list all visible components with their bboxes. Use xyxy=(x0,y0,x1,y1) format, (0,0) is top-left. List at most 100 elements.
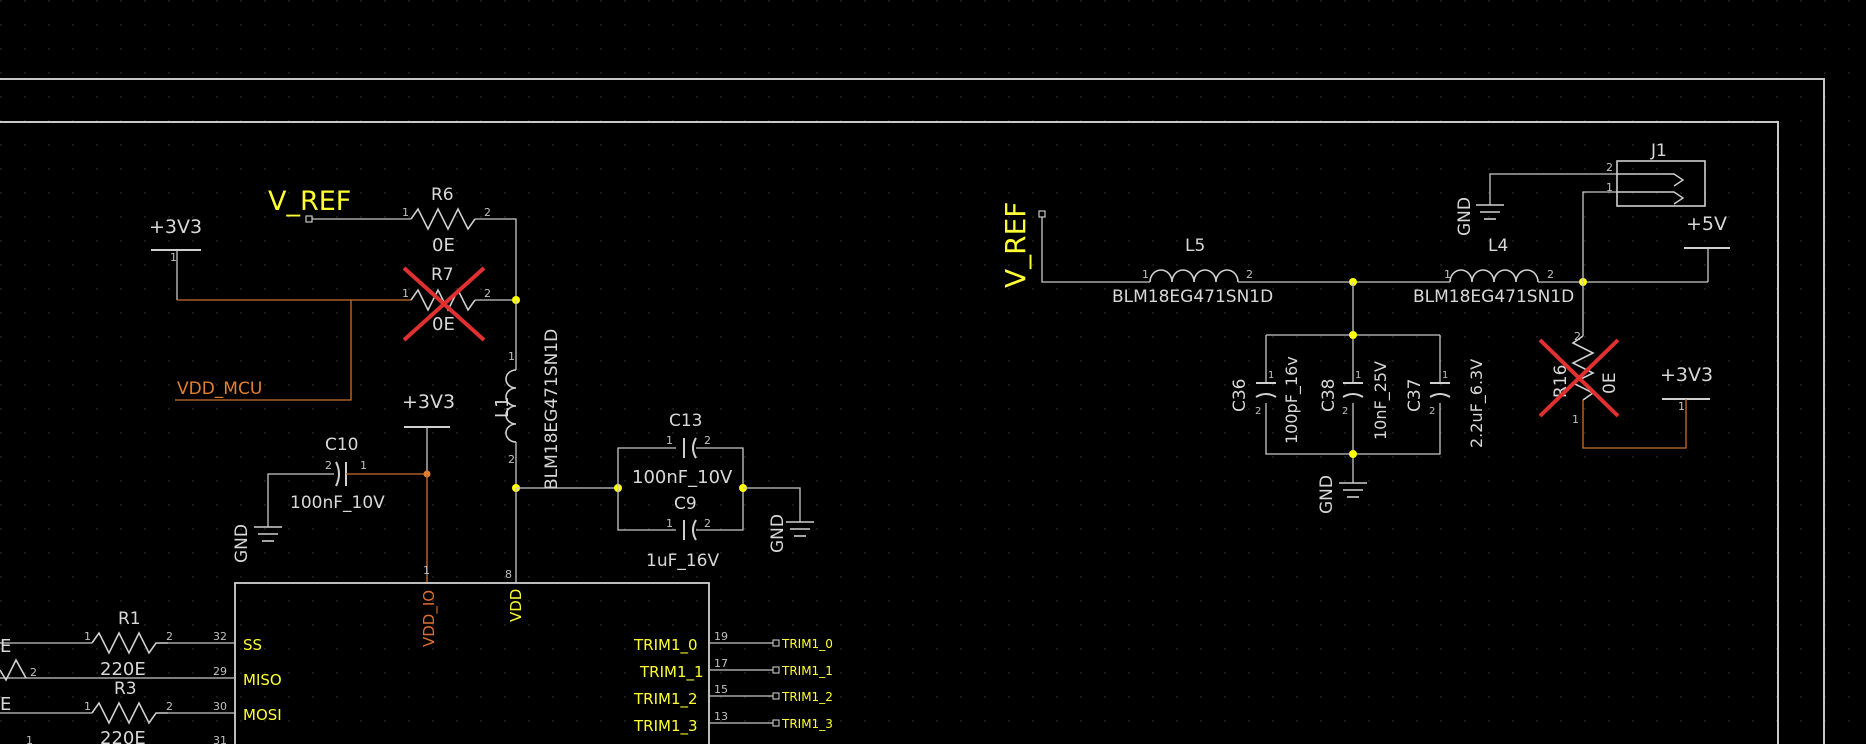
junction xyxy=(1349,450,1357,458)
connector-body xyxy=(1616,160,1706,207)
resistor-symbol xyxy=(410,288,476,312)
gnd-label: GND xyxy=(1455,197,1475,236)
capacitor-c38[interactable]: C38 10nF_25V 1 2 xyxy=(1319,361,1391,440)
svg-text:1: 1 xyxy=(423,564,430,577)
ic-left-pin[interactable]: 30 MOSI xyxy=(168,700,282,724)
svg-text:2: 2 xyxy=(508,453,515,466)
svg-text:1: 1 xyxy=(84,630,91,643)
svg-text:13: 13 xyxy=(714,710,728,723)
gnd-label: GND xyxy=(232,524,252,563)
svg-text:TRIM1_3: TRIM1_3 xyxy=(633,717,698,736)
svg-text:2: 2 xyxy=(1606,161,1613,174)
power-label: +3V3 xyxy=(149,216,202,238)
connector-j1[interactable]: J1 2 1 xyxy=(1606,141,1706,207)
net-label-vdd-mcu: VDD_MCU xyxy=(177,379,262,399)
net-label-v-ref: V_REF xyxy=(999,202,1032,288)
svg-text:MISO: MISO xyxy=(243,671,282,689)
resistor-r16[interactable]: 2 1 R16 0E xyxy=(1538,282,1687,449)
power-p5v[interactable]: +5V xyxy=(1684,213,1730,282)
svg-text:1: 1 xyxy=(1142,268,1149,281)
capacitor-c10[interactable]: C10 2 1 100nF_10V xyxy=(267,435,427,527)
resistor-partial[interactable]: 2 E E 1 xyxy=(0,636,37,744)
resistor-r6[interactable]: R6 1 2 0E xyxy=(402,185,491,256)
wire xyxy=(1489,173,1617,205)
svg-text:2: 2 xyxy=(166,700,173,713)
ic-right-pin[interactable]: TRIM1_1 17 TRIM1_1 xyxy=(639,657,833,682)
gnd-label: GND xyxy=(768,514,788,553)
inductor-l5[interactable]: L5 1 2 BLM18EG471SN1D xyxy=(1112,236,1273,307)
resistor-symbol xyxy=(91,631,168,655)
v-ref-right-net[interactable]: V_REF xyxy=(999,202,1150,288)
resistor-symbol xyxy=(1571,335,1595,401)
r1-value: 220E xyxy=(100,659,146,680)
svg-text:2: 2 xyxy=(1246,268,1253,281)
ic-right-pin[interactable]: TRIM1_0 19 TRIM1_0 xyxy=(633,630,833,655)
c36-value: 100pF_16v xyxy=(1282,356,1302,444)
resistor-r7[interactable]: R7 1 2 0E xyxy=(402,265,491,342)
svg-text:TRIM1_1: TRIM1_1 xyxy=(781,664,833,678)
svg-text:1: 1 xyxy=(508,350,515,363)
dnp-cross-icon xyxy=(402,266,486,342)
power-p3v3-right[interactable]: +3V3 1 xyxy=(1660,364,1713,413)
capacitor-c9[interactable]: C9 1 2 1uF_16V xyxy=(617,488,744,571)
svg-text:TRIM1_3: TRIM1_3 xyxy=(781,717,833,731)
dnp-cross-icon xyxy=(1538,338,1620,418)
resistor-r1[interactable]: R1 1 2 220E xyxy=(0,609,173,680)
capacitor-c37[interactable]: C37 2.2uF_6.3V 1 2 xyxy=(1405,359,1487,448)
svg-text:1: 1 xyxy=(1572,413,1579,426)
svg-text:1: 1 xyxy=(666,434,673,447)
power-p3v3-mid[interactable]: +3V3 xyxy=(402,391,455,472)
svg-text:32: 32 xyxy=(213,630,227,643)
svg-text:2: 2 xyxy=(704,434,711,447)
c13-refdes: C13 xyxy=(669,411,703,431)
r3-value: 220E xyxy=(100,728,146,744)
ic-right-pin[interactable]: TRIM1_2 15 TRIM1_2 xyxy=(633,683,833,709)
capacitor-c36[interactable]: C36 100pF_16v 1 2 xyxy=(1230,356,1302,444)
svg-text:1: 1 xyxy=(1606,181,1613,194)
svg-text:E: E xyxy=(0,694,11,715)
inductor-symbol xyxy=(505,369,517,443)
svg-text:2: 2 xyxy=(1429,406,1435,417)
svg-text:SS: SS xyxy=(243,636,262,654)
svg-text:2: 2 xyxy=(166,630,173,643)
inductor-l4[interactable]: L4 1 2 BLM18EG471SN1D xyxy=(1413,236,1574,307)
j1-refdes: J1 xyxy=(1650,141,1667,161)
ic-body xyxy=(234,582,710,744)
svg-text:1: 1 xyxy=(360,459,367,472)
ic-left-pin[interactable]: 29 MISO xyxy=(0,665,282,689)
capacitor-c13[interactable]: C13 1 2 100nF_10V xyxy=(617,411,744,488)
l1-refdes: L1 xyxy=(492,397,513,418)
v-ref-left-net[interactable]: V_REF xyxy=(268,186,411,223)
ic-mcu[interactable]: 1 8 VDD_IO VDD 32 SS 29 MISO 30 MOSI 31 … xyxy=(0,564,833,744)
gnd-c9[interactable]: GND xyxy=(743,487,814,553)
r6-refdes: R6 xyxy=(431,185,454,205)
svg-text:19: 19 xyxy=(714,630,728,643)
c38-refdes: C38 xyxy=(1319,378,1339,412)
c10-value: 100nF_10V xyxy=(290,493,385,513)
ic-right-pin[interactable]: TRIM1_3 13 TRIM1_3 xyxy=(633,710,833,736)
svg-text:29: 29 xyxy=(213,665,227,678)
wire-vdd-mcu xyxy=(175,300,352,401)
svg-text:2: 2 xyxy=(1342,406,1348,417)
c9-value: 1uF_16V xyxy=(646,551,720,571)
c9-refdes: C9 xyxy=(674,494,697,514)
svg-text:1: 1 xyxy=(170,251,177,264)
svg-text:1: 1 xyxy=(1444,268,1451,281)
gnd-j1[interactable]: GND xyxy=(1455,197,1504,236)
l4-value: BLM18EG471SN1D xyxy=(1413,287,1574,307)
gnd-c36[interactable]: GND xyxy=(1317,475,1367,514)
svg-text:2: 2 xyxy=(1547,268,1554,281)
ic-left-pin[interactable]: 32 SS xyxy=(168,630,262,654)
svg-text:1: 1 xyxy=(1355,370,1361,381)
gnd-c10[interactable]: GND xyxy=(232,524,282,563)
svg-text:2: 2 xyxy=(30,666,37,679)
power-p3v3-top[interactable]: +3V3 1 xyxy=(149,216,202,300)
resistor-r3[interactable]: R3 1 2 220E xyxy=(0,679,173,744)
pin-number: 2 xyxy=(484,206,491,219)
svg-text:1: 1 xyxy=(26,734,33,744)
inductor-l1[interactable]: 1 2 L1 BLM18EG471SN1D xyxy=(492,300,562,490)
svg-text:2: 2 xyxy=(325,459,332,472)
pin-vdd-io: VDD_IO xyxy=(420,590,439,647)
svg-text:30: 30 xyxy=(213,700,227,713)
